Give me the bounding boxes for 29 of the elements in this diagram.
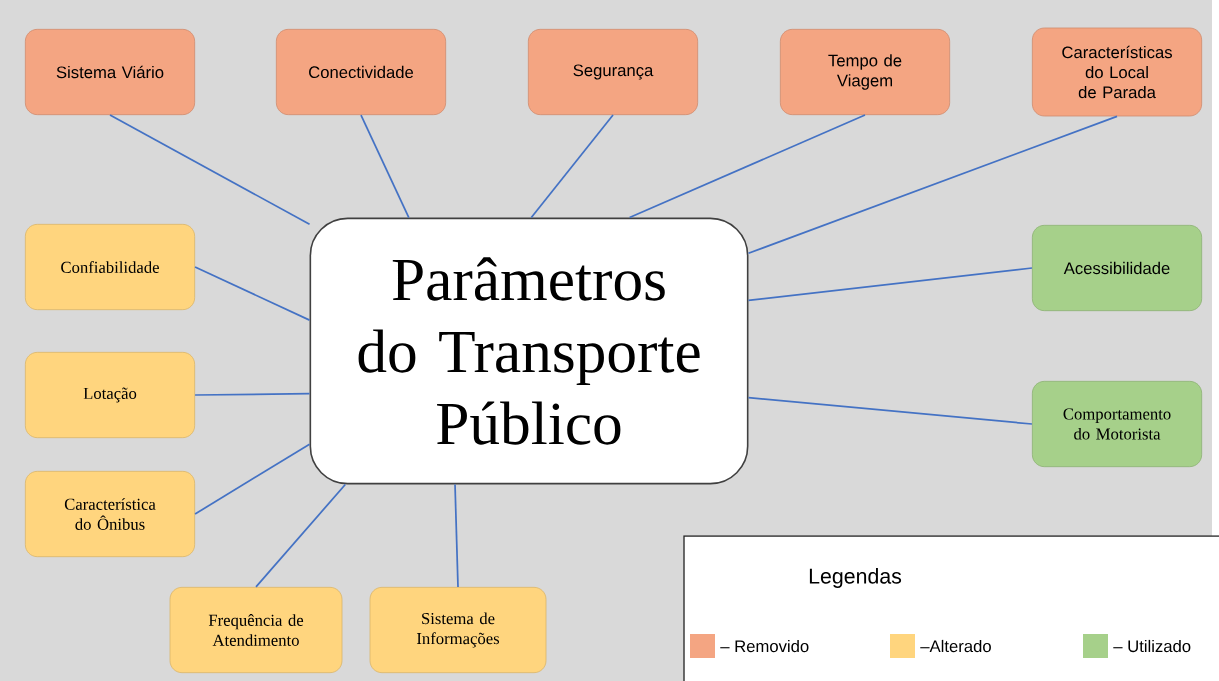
connector-line (360, 114, 410, 219)
legend-title: Legendas (809, 568, 902, 588)
central-topic-box: Parâmetros do Transporte Público (309, 217, 749, 485)
legend-label: –Alterado (920, 639, 991, 653)
connector-line (194, 266, 311, 322)
parameter-box: Frequência de Atendimento (169, 586, 343, 674)
legend-label: – Utilizado (1113, 639, 1191, 653)
legend-label: – Removido (720, 639, 809, 653)
parameter-box: Conectividade (275, 28, 447, 116)
parameter-box: Sistema de Informações (369, 586, 547, 674)
connector-line (194, 392, 311, 396)
connector-line (747, 396, 1033, 425)
parameter-box: Acessibilidade (1031, 224, 1203, 312)
connector-line (628, 114, 866, 219)
connector-line (109, 114, 311, 226)
connector-line (747, 115, 1118, 255)
parameter-box: Comportamento do Motorista (1031, 380, 1203, 468)
connector-line (255, 483, 347, 588)
parameter-box: Confiabilidade (24, 223, 196, 311)
parameter-box: Tempo de Viagem (779, 28, 951, 116)
parameter-box: Lotação (24, 351, 196, 439)
connector-line (530, 114, 614, 219)
parameter-box: Características do Local de Parada (1031, 27, 1203, 117)
parameter-box: Característica do Ônibus (24, 470, 196, 558)
parameter-box: Sistema Viário (24, 28, 196, 116)
connector-line (194, 443, 311, 515)
connector-line (454, 483, 459, 588)
connector-line (747, 267, 1033, 302)
parameter-box: Segurança (527, 28, 699, 116)
